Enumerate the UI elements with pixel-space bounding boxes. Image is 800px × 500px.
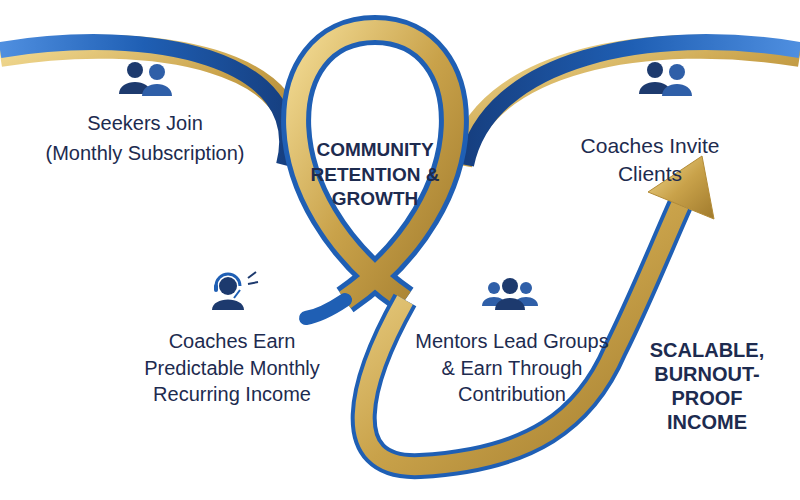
headset-icon [212, 272, 258, 310]
step-note: (Monthly Subscription) [35, 140, 255, 166]
step-block: Mentors Lead Groups & Earn Through Contr… [412, 328, 612, 407]
outcome-label: SCALABLE, BURNOUT-PROOF INCOME [648, 338, 766, 434]
people-icon [119, 62, 172, 96]
center-title: COMMUNITY RETENTION & GROWTH [305, 138, 445, 212]
step-block: Coaches Invite Clients [578, 132, 723, 187]
step-block: Coaches Earn Predictable Monthly Recurri… [130, 328, 335, 407]
loop-center: COMMUNITY RETENTION & GROWTH [305, 138, 445, 212]
step-heading: Seekers Join [35, 110, 255, 136]
loop-ribbon [296, 30, 454, 300]
step-text: Coaches Earn Predictable Monthly Recurri… [130, 328, 335, 407]
swoosh-ribbon [364, 205, 680, 466]
step-block: Seekers Join (Monthly Subscription) [35, 110, 255, 167]
loop-tail [306, 300, 345, 318]
swoosh-outer [364, 205, 680, 466]
step-text: Coaches Invite Clients [578, 132, 723, 187]
group-icon [482, 278, 538, 310]
step-text: Mentors Lead Groups & Earn Through Contr… [412, 328, 612, 407]
people-icon [639, 62, 692, 96]
loop-outer [296, 30, 454, 300]
